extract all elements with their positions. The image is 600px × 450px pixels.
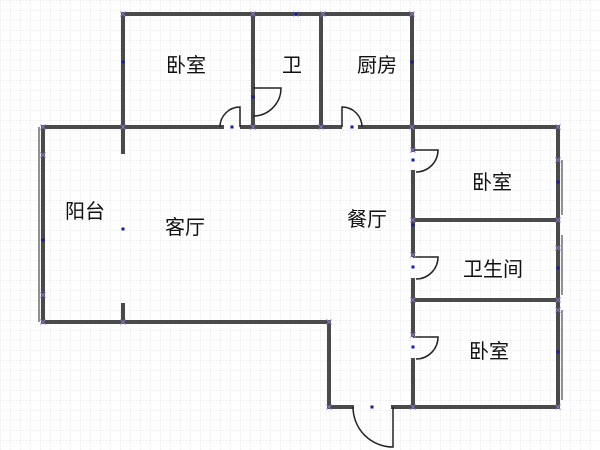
marker-x — [318, 124, 324, 130]
door-bedroom-right-bottom — [413, 336, 439, 360]
windows — [38, 127, 563, 400]
marker-x — [410, 252, 416, 258]
marker-x — [410, 332, 416, 338]
door-bedroom-top — [219, 106, 241, 128]
marker-x — [555, 217, 561, 223]
marker-x — [326, 319, 332, 325]
door-bath-small — [252, 87, 282, 117]
marker-x — [555, 157, 561, 163]
label-bedroom-right-top: 卧室 — [472, 170, 512, 194]
marker-x — [410, 404, 416, 410]
marker-x — [410, 217, 416, 223]
label-living-room: 客厅 — [165, 215, 205, 239]
marker-dot — [121, 60, 125, 64]
marker-x — [120, 319, 126, 325]
marker-x — [409, 124, 415, 130]
marker-x — [250, 124, 256, 130]
marker-x — [40, 124, 46, 130]
marker-x — [410, 147, 416, 153]
marker-x — [555, 404, 561, 410]
marker-x — [555, 297, 561, 303]
marker-dot — [230, 125, 234, 129]
marker-x — [40, 292, 46, 298]
door-bathroom — [413, 256, 439, 280]
marker-dot — [411, 345, 415, 349]
label-bathroom: 卫生间 — [463, 257, 523, 281]
marker-dot — [556, 350, 560, 354]
marker-dot — [411, 265, 415, 269]
marker-x — [409, 11, 415, 17]
marker-x — [555, 245, 561, 251]
marker-dot — [410, 60, 414, 64]
marker-x — [410, 297, 416, 303]
label-balcony: 阳台 — [65, 199, 105, 223]
label-kitchen: 厨房 — [357, 53, 397, 77]
markers — [40, 11, 561, 410]
door-entry — [352, 406, 394, 448]
marker-dot — [411, 223, 415, 227]
marker-x — [320, 11, 326, 17]
marker-dot — [556, 266, 560, 270]
marker-x — [250, 11, 256, 17]
marker-x — [120, 124, 126, 130]
doors — [219, 87, 439, 448]
label-bedroom-right-bottom: 卧室 — [469, 339, 509, 363]
marker-dot — [121, 227, 125, 231]
room-labels: 卧室 卫 厨房 阳台 客厅 餐厅 卧室 卫生间 卧室 — [65, 53, 523, 363]
marker-dot — [350, 125, 354, 129]
marker-x — [40, 319, 46, 325]
door-kitchen — [341, 106, 363, 128]
label-bath-small: 卫 — [282, 53, 302, 77]
marker-dot — [294, 12, 298, 16]
marker-dot — [41, 238, 45, 242]
marker-x — [326, 404, 332, 410]
door-bedroom-right-top — [413, 149, 439, 173]
marker-dot — [556, 180, 560, 184]
marker-dot — [251, 95, 255, 99]
label-bedroom-top: 卧室 — [166, 53, 206, 77]
marker-dot — [370, 405, 374, 409]
marker-x — [555, 124, 561, 130]
marker-x — [40, 152, 46, 158]
walls — [41, 12, 560, 409]
label-dining-room: 餐厅 — [347, 207, 387, 231]
marker-x — [120, 11, 126, 17]
marker-dot — [411, 158, 415, 162]
marker-x — [555, 307, 561, 313]
